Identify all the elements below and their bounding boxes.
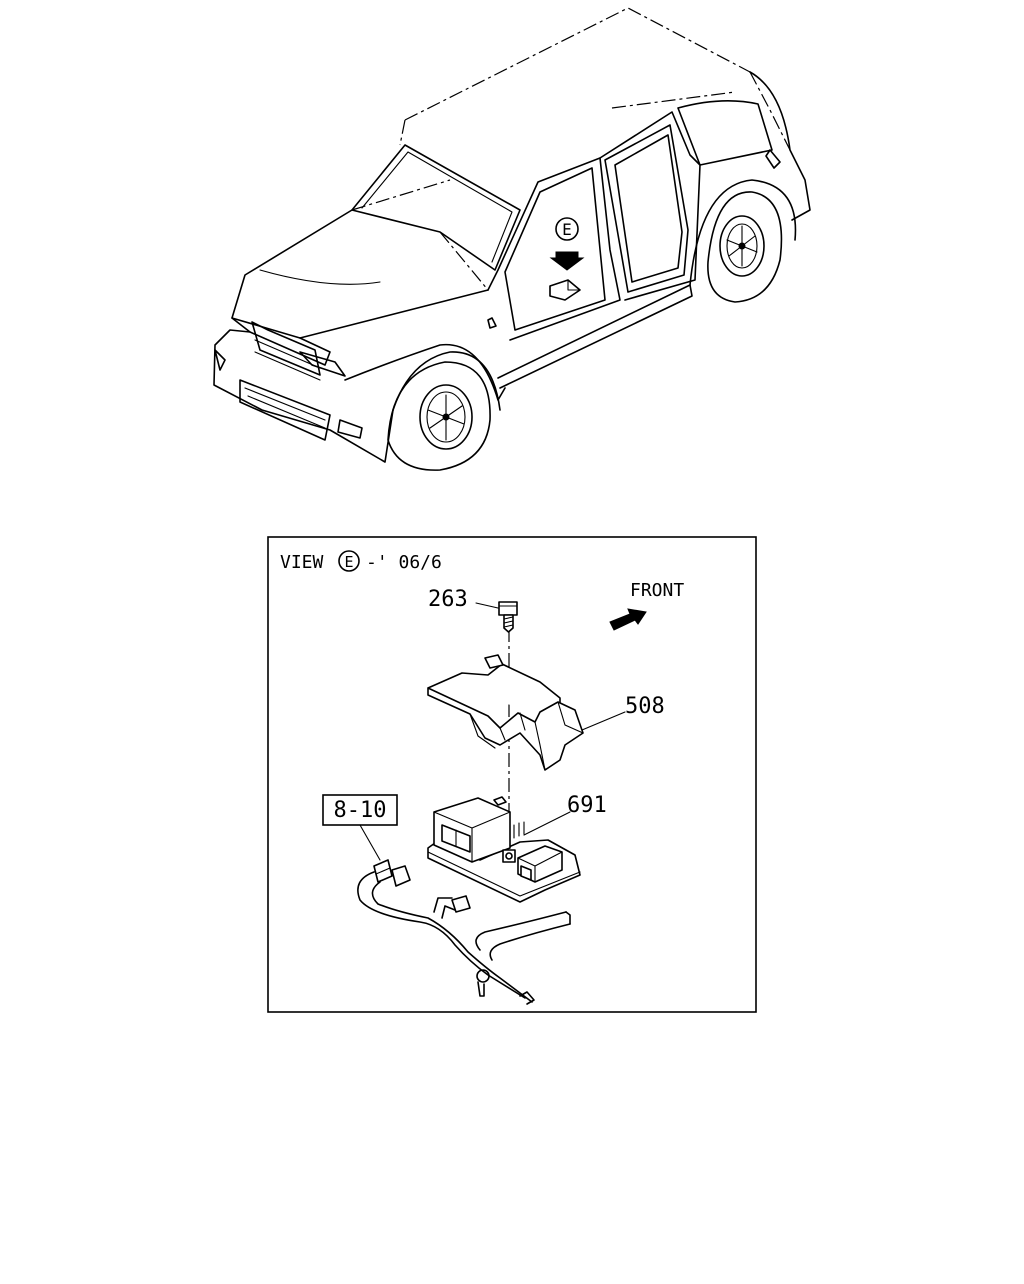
part-label-508: 508 (625, 694, 665, 719)
view-caption: VIEW E -' 06/6 (280, 550, 442, 573)
harness-reference-box: 8-10 (322, 794, 398, 861)
module-691-drawing (427, 796, 581, 903)
bracket-508-drawing (427, 654, 626, 771)
wire-harness-drawing (357, 859, 571, 1005)
vehicle-overview-drawing: E (213, 7, 811, 471)
overview-view-marker: E (562, 220, 572, 239)
bolt-263-drawing (475, 601, 518, 633)
part-label-691: 691 (567, 793, 607, 818)
front-arrow-icon (609, 608, 647, 631)
front-label: FRONT (630, 580, 684, 601)
view-marker: E (344, 553, 353, 571)
part-label-8-10: 8-10 (334, 798, 387, 823)
view-prefix: VIEW (280, 552, 324, 573)
part-label-263: 263 (428, 587, 468, 612)
view-suffix: -' 06/6 (366, 552, 442, 573)
front-direction-indicator: FRONT (609, 580, 684, 631)
